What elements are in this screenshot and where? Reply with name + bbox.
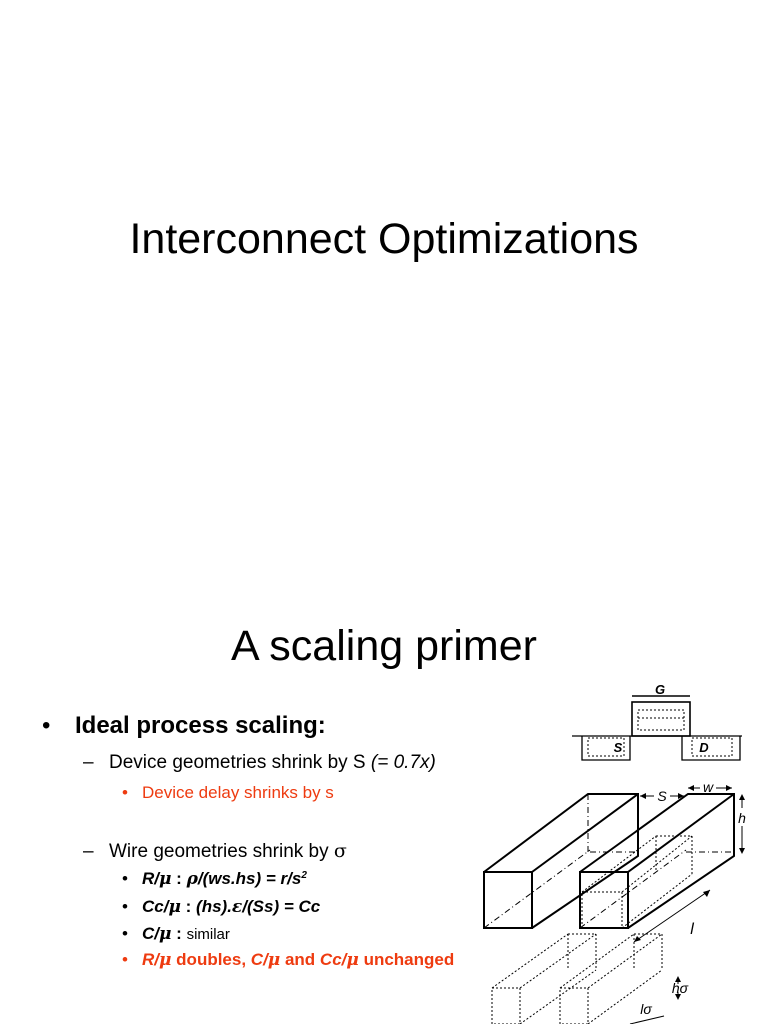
scaled-height-label: hσ	[672, 980, 689, 996]
summary-c: C/	[250, 950, 268, 969]
summary-and: and	[280, 950, 320, 969]
scaled-length-label: lσ	[640, 1001, 652, 1017]
bullet: •	[42, 712, 51, 739]
epsilon-symbol: ε	[231, 897, 243, 917]
bullet: •	[122, 869, 128, 888]
colon: :	[180, 897, 197, 916]
summary-r: R/	[142, 950, 159, 969]
wire-line-text: Wire geometries shrink by	[109, 841, 329, 862]
c-desc: similar	[186, 926, 230, 943]
coupling-cap-line: • Cc/μ : (hs).ε/(Ss) = Cc	[122, 897, 320, 917]
summary-unchanged: unchanged	[358, 950, 455, 969]
resistance-line: • R/μ : ρ/(ws.hs) = r/s2	[122, 869, 307, 889]
c-label: C/	[142, 924, 159, 943]
rho-symbol: ρ	[186, 869, 198, 889]
r-formula: /(ws.hs) = r/s	[197, 869, 302, 888]
colon: :	[171, 924, 187, 943]
gate-label: G	[655, 682, 665, 697]
heading-ideal-scaling: • Ideal process scaling:	[42, 712, 326, 740]
mu-symbol: μ	[159, 924, 172, 944]
transistor-cross-section	[572, 695, 742, 761]
device-geometry-line: –Device geometries shrink by S (= 0.7x)	[83, 752, 436, 774]
slide-1-title: Interconnect Optimizations	[129, 215, 639, 263]
cc-formula-b: /(Ss) = Cc	[242, 897, 321, 916]
bullet: •	[122, 783, 128, 802]
source-label: S	[614, 740, 623, 755]
sigma-symbol: σ	[333, 840, 347, 862]
slide-1: Interconnect Optimizations	[129, 215, 639, 263]
slide-2-title: A scaling primer	[231, 622, 537, 670]
heading-text: Ideal process scaling:	[75, 712, 326, 739]
r-exponent: 2	[301, 870, 307, 881]
wire-blocks	[483, 793, 735, 929]
dash: –	[83, 841, 94, 862]
mu-symbol: μ	[168, 897, 181, 917]
r-label: R/	[142, 869, 159, 888]
spacing-label: S	[657, 788, 667, 804]
length-label: l	[690, 921, 694, 938]
bullet: •	[122, 950, 128, 969]
wire-geometry-line: –Wire geometries shrink by σ	[83, 840, 347, 863]
height-label: h	[738, 810, 746, 826]
bullet: •	[122, 897, 128, 916]
device-delay-text: Device delay shrinks by s	[142, 783, 334, 802]
device-factor: (= 0.7x)	[370, 752, 436, 773]
mu-symbol: μ	[159, 869, 172, 889]
cc-label: Cc/	[142, 897, 169, 916]
scaling-diagram: G S D	[483, 682, 746, 1024]
capacitance-line: • C/μ : similar	[122, 924, 230, 944]
slide-2: A scaling primer • Ideal process scaling:…	[0, 560, 768, 1024]
mu-symbol: μ	[159, 950, 172, 970]
summary-line: • R/μ doubles, C/μ and Cc/μ unchanged	[122, 950, 454, 970]
scaled-wires	[491, 933, 663, 1024]
colon: :	[171, 869, 187, 888]
width-label: w	[703, 779, 714, 795]
bullet: •	[122, 924, 128, 943]
mu-symbol: μ	[346, 950, 359, 970]
cc-formula-a: (hs).	[196, 897, 232, 916]
summary-cc: Cc/	[319, 950, 347, 969]
dash: –	[83, 752, 94, 773]
mu-symbol: μ	[267, 950, 281, 970]
drain-label: D	[699, 740, 709, 755]
device-line-text: Device geometries shrink by S	[109, 752, 366, 773]
summary-doubles: doubles,	[171, 950, 251, 969]
device-delay-line: • Device delay shrinks by s	[122, 783, 334, 803]
